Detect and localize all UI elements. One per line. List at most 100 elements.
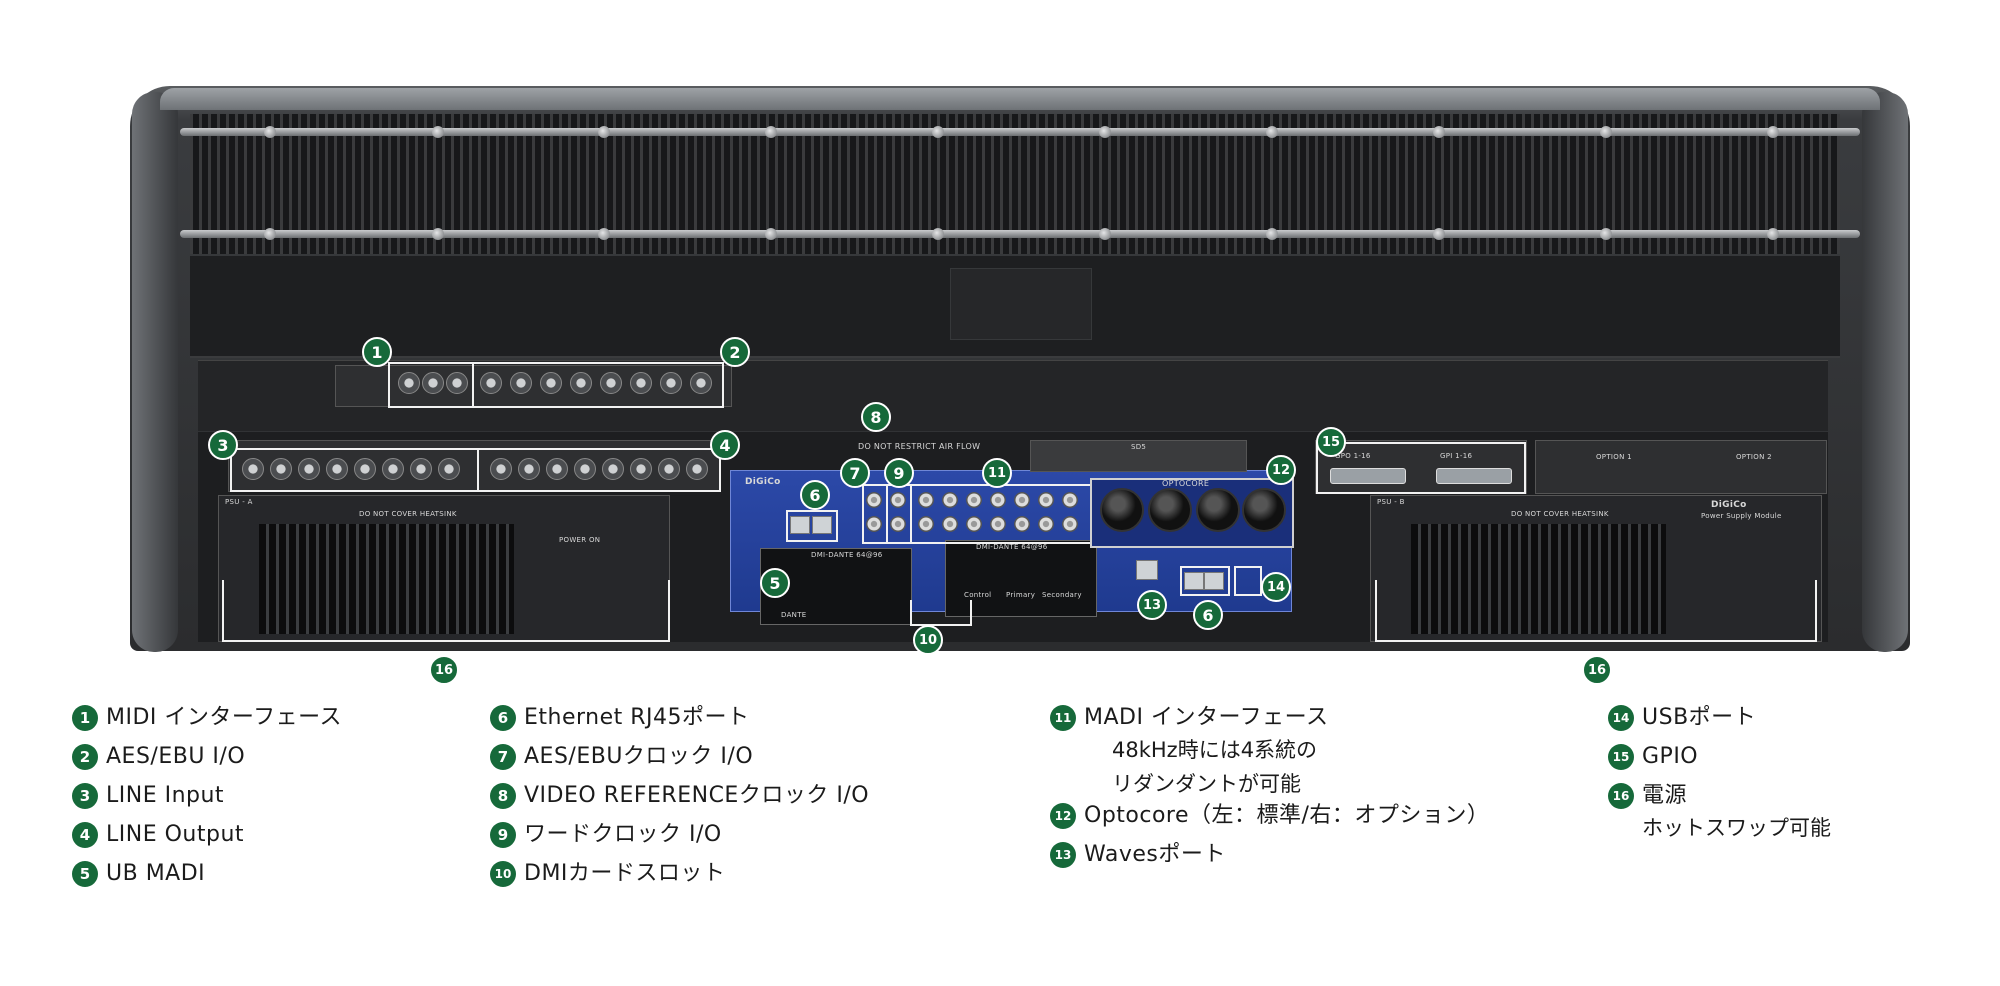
legend-label: VIDEO REFERENCEクロック I/O <box>524 783 870 808</box>
xlr-connector[interactable] <box>630 458 652 480</box>
xlr-connector[interactable] <box>540 372 562 394</box>
rail-screw <box>1266 228 1278 240</box>
rj45-port[interactable] <box>1184 572 1204 590</box>
xlr-connector[interactable] <box>410 458 432 480</box>
rj45-port[interactable] <box>812 516 832 534</box>
lower-rail <box>180 230 1860 238</box>
legend-badge: 8 <box>490 783 516 809</box>
bnc-connector[interactable] <box>1014 516 1030 532</box>
model-label: SD5 <box>1131 443 1147 451</box>
xlr-connector[interactable] <box>686 458 708 480</box>
optocore-connector[interactable] <box>1148 488 1192 532</box>
bnc-connector[interactable] <box>966 492 982 508</box>
bnc-connector[interactable] <box>918 492 934 508</box>
xlr-connector[interactable] <box>480 372 502 394</box>
xlr-connector[interactable] <box>438 458 460 480</box>
gpi-label: GPI 1-16 <box>1440 452 1473 460</box>
callout-16b: 16 <box>1582 655 1612 685</box>
xlr-connector[interactable] <box>602 458 624 480</box>
xlr-connector[interactable] <box>630 372 652 394</box>
legend-item: 15 GPIO <box>1608 744 1831 770</box>
bnc-connector[interactable] <box>942 492 958 508</box>
xlr-connector[interactable] <box>690 372 712 394</box>
legend-badge: 9 <box>490 822 516 848</box>
xlr-connector[interactable] <box>326 458 348 480</box>
xlr-connector[interactable] <box>600 372 622 394</box>
legend-item: 1 MIDI インターフェース <box>72 705 342 731</box>
rj45-port[interactable] <box>790 516 810 534</box>
callout-3: 3 <box>208 430 238 460</box>
callout-9: 9 <box>884 458 914 488</box>
optocore-connector[interactable] <box>1100 488 1144 532</box>
legend-badge: 13 <box>1050 842 1076 868</box>
legend-label: 電源 <box>1642 783 1688 808</box>
rail-screw <box>932 228 944 240</box>
xlr-connector[interactable] <box>270 458 292 480</box>
psu-a-bracket <box>222 580 670 642</box>
legend-label: Optocore（左：標準/右：オプション） <box>1084 803 1490 828</box>
rail-screw <box>598 126 610 138</box>
xlr-connector[interactable] <box>546 458 568 480</box>
optocore-connector[interactable] <box>1242 488 1286 532</box>
dmi-bracket <box>910 600 972 626</box>
bnc-connector[interactable] <box>1038 516 1054 532</box>
legend-item: 6 Ethernet RJ45ポート <box>490 705 869 731</box>
legend-label: Wavesポート <box>1084 842 1226 867</box>
rail-screw <box>264 228 276 240</box>
bnc-connector[interactable] <box>942 516 958 532</box>
bnc-connector[interactable] <box>990 516 1006 532</box>
gpio-box <box>1315 440 1527 494</box>
legend-badge: 11 <box>1050 705 1076 731</box>
secondary-label: Secondary <box>1042 591 1082 599</box>
gpio-connector[interactable] <box>1330 468 1406 484</box>
xlr-connector[interactable] <box>658 458 680 480</box>
line-output-outline <box>477 448 721 492</box>
rail-screw <box>1433 228 1445 240</box>
callout-5: 5 <box>760 568 790 598</box>
xlr-connector[interactable] <box>398 372 420 394</box>
bnc-connector[interactable] <box>966 516 982 532</box>
legend-sublabel: ホットスワップ可能 <box>1642 816 1831 840</box>
xlr-connector[interactable] <box>570 372 592 394</box>
xlr-connector[interactable] <box>298 458 320 480</box>
rail-screw <box>1433 126 1445 138</box>
left-side-cap <box>132 92 178 652</box>
xlr-connector[interactable] <box>354 458 376 480</box>
legend-item: 11 MADI インターフェース 48kHz時には4系統の リダンダントが可能 <box>1050 705 1489 799</box>
xlr-connector[interactable] <box>422 372 444 394</box>
heatsink-a <box>259 524 514 634</box>
rail-screw <box>432 228 444 240</box>
xlr-connector[interactable] <box>574 458 596 480</box>
bnc-connector[interactable] <box>1062 492 1078 508</box>
xlr-connector[interactable] <box>518 458 540 480</box>
gpio-connector[interactable] <box>1436 468 1512 484</box>
rj45-port[interactable] <box>1204 572 1224 590</box>
bnc-connector[interactable] <box>890 492 906 508</box>
psu-a-label: PSU - A <box>225 498 253 506</box>
bnc-connector[interactable] <box>890 516 906 532</box>
usb-outline <box>1234 566 1262 596</box>
legend-label: USBポート <box>1642 705 1757 730</box>
bnc-connector[interactable] <box>990 492 1006 508</box>
optocore-label: OPTOCORE <box>1162 479 1210 488</box>
xlr-connector[interactable] <box>242 458 264 480</box>
bnc-connector[interactable] <box>866 492 882 508</box>
bnc-connector[interactable] <box>1062 516 1078 532</box>
option2-label: OPTION 2 <box>1736 453 1772 461</box>
optocore-connector[interactable] <box>1196 488 1240 532</box>
bnc-connector[interactable] <box>918 516 934 532</box>
legend-label: Ethernet RJ45ポート <box>524 705 750 730</box>
callout-12: 12 <box>1266 455 1296 485</box>
bnc-connector[interactable] <box>866 516 882 532</box>
xlr-connector[interactable] <box>490 458 512 480</box>
bnc-connector[interactable] <box>1014 492 1030 508</box>
xlr-connector[interactable] <box>446 372 468 394</box>
waves-port[interactable] <box>1136 560 1158 580</box>
primary-label: Primary <box>1006 591 1036 599</box>
bnc-connector[interactable] <box>1038 492 1054 508</box>
xlr-connector[interactable] <box>382 458 404 480</box>
xlr-connector[interactable] <box>660 372 682 394</box>
power-on-label: POWER ON <box>559 536 601 544</box>
xlr-connector[interactable] <box>510 372 532 394</box>
legend-badge: 16 <box>1608 783 1634 809</box>
